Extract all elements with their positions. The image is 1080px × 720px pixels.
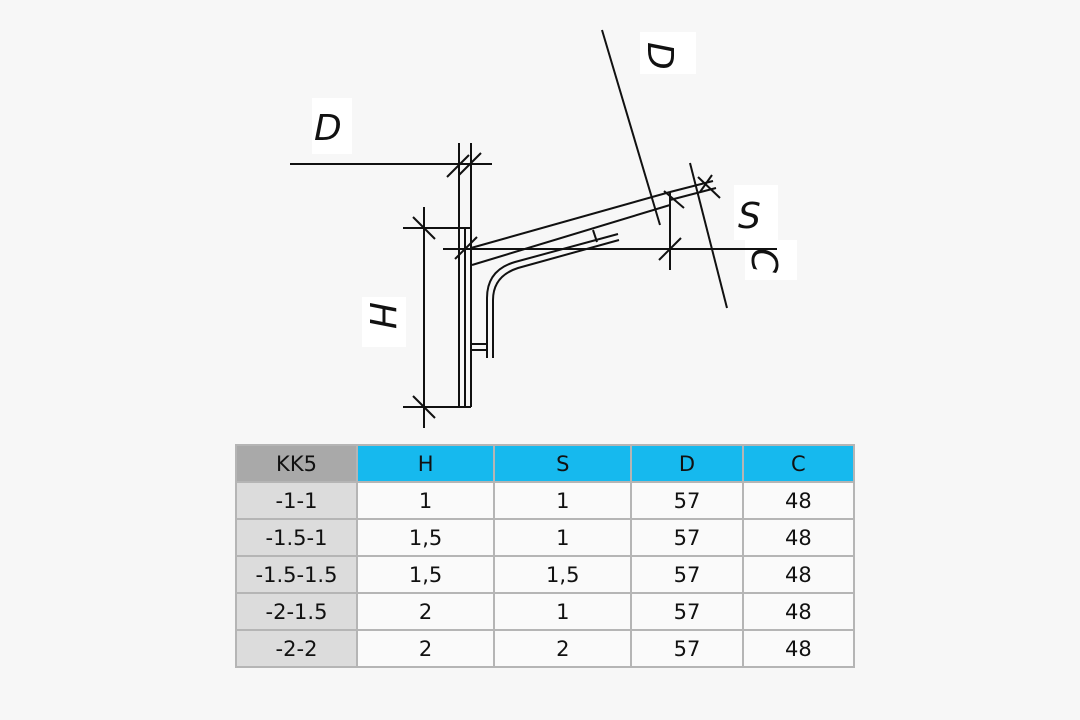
header-s: S	[493, 444, 633, 483]
row-code: -1.5-1	[235, 518, 358, 557]
table-row: -2-1.5 2 1 57 48	[235, 592, 856, 631]
s-diagonal-line	[689, 162, 728, 309]
row-code: -1-1	[235, 481, 358, 520]
cell-d: 57	[630, 518, 744, 557]
table-row: -1.5-1 1,5 1 57 48	[235, 518, 856, 557]
row-code: -1.5-1.5	[235, 555, 358, 594]
header-d: D	[630, 444, 744, 483]
label-d-left: D	[314, 108, 342, 149]
label-d-right: D	[639, 42, 680, 70]
cell-s: 1	[493, 481, 633, 520]
label-h: H	[361, 302, 402, 329]
header-corner: KK5	[235, 444, 358, 483]
cell-h: 1	[355, 481, 496, 520]
cell-c: 48	[741, 592, 856, 631]
label-c: C	[743, 248, 784, 274]
cell-h: 2	[355, 629, 496, 668]
row-code: -2-2	[235, 629, 358, 668]
table-row: -1.5-1.5 1,5 1,5 57 48	[235, 555, 856, 594]
cell-c: 48	[741, 629, 856, 668]
cell-c: 48	[741, 481, 856, 520]
cell-h: 1,5	[355, 518, 496, 557]
cell-d: 57	[630, 629, 744, 668]
bracket-drawing: D D S C H	[290, 29, 784, 428]
cell-d: 57	[630, 555, 744, 594]
cell-s: 1,5	[493, 555, 633, 594]
cell-c: 48	[741, 518, 856, 557]
cell-d: 57	[630, 481, 744, 520]
label-s: S	[738, 196, 761, 237]
d-diagonal-line	[601, 29, 661, 226]
table-row: -2-2 2 2 57 48	[235, 629, 856, 668]
cell-s: 2	[493, 629, 633, 668]
cell-s: 1	[493, 592, 633, 631]
row-code: -2-1.5	[235, 592, 358, 631]
cell-s: 1	[493, 518, 633, 557]
table-row: -1-1 1 1 57 48	[235, 481, 856, 520]
cell-h: 2	[355, 592, 496, 631]
brace	[486, 233, 619, 358]
cell-d: 57	[630, 592, 744, 631]
cell-c: 48	[741, 555, 856, 594]
table-header-row: KK5 H S D C	[235, 444, 856, 483]
header-c: C	[741, 444, 856, 483]
dimensions-table: KK5 H S D C -1-1 1 1 57 48 -1.5-1 1,5 1 …	[235, 444, 856, 668]
header-h: H	[355, 444, 496, 483]
arm-line	[470, 191, 671, 249]
cell-h: 1,5	[355, 555, 496, 594]
